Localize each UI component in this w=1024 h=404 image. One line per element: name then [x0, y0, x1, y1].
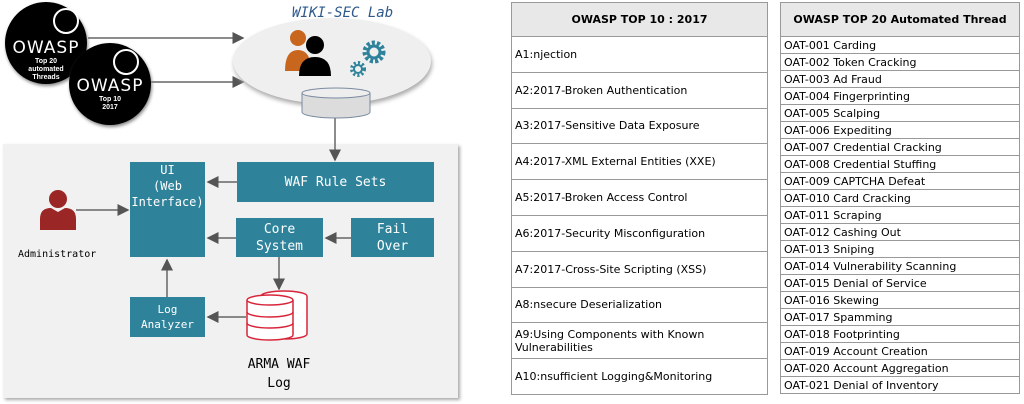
- top20-row: OAT-008 Credential Stuffing: [780, 155, 1020, 173]
- top20-row-cell: OAT-013 Sniping: [780, 240, 1020, 258]
- top20-row: OAT-010 Card Cracking: [780, 189, 1020, 207]
- arma-waf-log-label: ARMA WAF Log: [247, 357, 311, 391]
- top20-row-cell: OAT-015 Denial of Service: [780, 274, 1020, 292]
- connectors: [76, 32, 351, 323]
- top20-row-cell: OAT-008 Credential Stuffing: [780, 155, 1020, 173]
- top10-row: A6:2017-Security Misconfiguration: [511, 214, 768, 252]
- users-icon: [285, 30, 331, 76]
- top20-row-cell: OAT-017 Spamming: [780, 308, 1020, 326]
- top20-row-cell: OAT-020 Account Aggregation: [780, 359, 1020, 377]
- top20-row-cell: OAT-016 Skewing: [780, 291, 1020, 309]
- top20-row: OAT-013 Sniping: [780, 240, 1020, 258]
- top10-row-cell: A6:2017-Security Misconfiguration: [511, 214, 768, 252]
- top10-row: A9:Using Components with Known Vulnerabi…: [511, 322, 768, 360]
- top10-row-cell: A4:2017-XML External Entities (XXE): [511, 143, 768, 181]
- top10-row: A4:2017-XML External Entities (XXE): [511, 143, 768, 181]
- top20-row-cell: OAT-001 Carding: [780, 36, 1020, 54]
- top20-row-cell: OAT-004 Fingerprinting: [780, 87, 1020, 105]
- top20-row-cell: OAT-021 Denial of Inventory: [780, 376, 1020, 394]
- top20-row-cell: OAT-019 Account Creation: [780, 342, 1020, 360]
- log-database-icon: [246, 290, 308, 341]
- waf-rule-sets-box: WAF Rule Sets: [237, 162, 434, 202]
- top20-row: OAT-018 Footprinting: [780, 325, 1020, 343]
- top20-row-cell: OAT-009 CAPTCHA Defeat: [780, 172, 1020, 190]
- top10-row-cell: A3:2017-Sensitive Data Exposure: [511, 107, 768, 145]
- top10-row: A7:2017-Cross-Site Scripting (XSS): [511, 250, 768, 288]
- top20-row-cell: OAT-007 Credential Cracking: [780, 138, 1020, 156]
- top10-row: A10:nsufficient Logging&Monitoring: [511, 358, 768, 395]
- owasp-top20-table: OWASP TOP 20 Automated Thread OAT-001 Ca…: [780, 2, 1020, 394]
- top10-row-cell: A1:njection: [511, 36, 768, 73]
- top20-row: OAT-017 Spamming: [780, 308, 1020, 326]
- top20-row: OAT-009 CAPTCHA Defeat: [780, 172, 1020, 190]
- log-analyzer-box: Log Analyzer: [130, 297, 205, 337]
- top20-row: OAT-019 Account Creation: [780, 342, 1020, 360]
- lab-title: WIKI-SEC Lab: [292, 5, 394, 21]
- administrator-label: Administrator: [18, 249, 97, 260]
- top20-row-cell: OAT-012 Cashing Out: [780, 223, 1020, 241]
- top10-row: A3:2017-Sensitive Data Exposure: [511, 107, 768, 145]
- top20-row: OAT-014 Vulnerability Scanning: [780, 257, 1020, 275]
- top20-row: OAT-007 Credential Cracking: [780, 138, 1020, 156]
- gears-icon: [350, 40, 386, 77]
- top10-row: A5:2017-Broken Access Control: [511, 179, 768, 216]
- wasp-logo-icon: [53, 8, 79, 34]
- top10-row-cell: A10:nsufficient Logging&Monitoring: [511, 358, 768, 395]
- top20-row-cell: OAT-011 Scraping: [780, 206, 1020, 224]
- top10-row: A8:nsecure Deserialization: [511, 286, 768, 324]
- top10-row-cell: A7:2017-Cross-Site Scripting (XSS): [511, 250, 768, 288]
- top10-row-cell: A8:nsecure Deserialization: [511, 286, 768, 324]
- core-system-box: Core System: [236, 218, 323, 257]
- wasp-logo-icon: [113, 49, 139, 75]
- top20-row: OAT-006 Expediting: [780, 121, 1020, 139]
- top10-row: A2:2017-Broken Authentication: [511, 71, 768, 109]
- top20-row: OAT-005 Scalping: [780, 104, 1020, 122]
- top20-row-cell: OAT-014 Vulnerability Scanning: [780, 257, 1020, 275]
- top20-row: OAT-003 Ad Fraud: [780, 70, 1020, 88]
- top20-row: OAT-004 Fingerprinting: [780, 87, 1020, 105]
- top20-row-cell: OAT-003 Ad Fraud: [780, 70, 1020, 88]
- top20-row-cell: OAT-018 Footprinting: [780, 325, 1020, 343]
- administrator-icon: [40, 190, 76, 230]
- top10-row: A1:njection: [511, 36, 768, 73]
- top20-header: OWASP TOP 20 Automated Thread: [780, 2, 1020, 37]
- top20-row: OAT-012 Cashing Out: [780, 223, 1020, 241]
- top20-row: OAT-011 Scraping: [780, 206, 1020, 224]
- owasp-top10-badge: OWASP Top 10 2017: [69, 43, 151, 125]
- top20-row-cell: OAT-002 Token Cracking: [780, 53, 1020, 71]
- top20-row-cell: OAT-005 Scalping: [780, 104, 1020, 122]
- owasp-top20-badge: OWASP Top 20 automated Threads: [5, 2, 87, 84]
- top20-row: OAT-001 Carding: [780, 36, 1020, 54]
- top10-row-cell: A9:Using Components with Known Vulnerabi…: [511, 322, 768, 360]
- top10-header: OWASP TOP 10 : 2017: [511, 2, 768, 37]
- top10-row-cell: A5:2017-Broken Access Control: [511, 179, 768, 216]
- top20-row: OAT-016 Skewing: [780, 291, 1020, 309]
- top20-row: OAT-015 Denial of Service: [780, 274, 1020, 292]
- top20-row: OAT-021 Denial of Inventory: [780, 376, 1020, 394]
- ui-web-interface-box: UI (Web Interface): [130, 162, 205, 257]
- top20-row-cell: OAT-010 Card Cracking: [780, 189, 1020, 207]
- database-icon: [301, 87, 371, 119]
- top10-row-cell: A2:2017-Broken Authentication: [511, 71, 768, 109]
- top20-row: OAT-020 Account Aggregation: [780, 359, 1020, 377]
- top20-row-cell: OAT-006 Expediting: [780, 121, 1020, 139]
- top20-row: OAT-002 Token Cracking: [780, 53, 1020, 71]
- fail-over-box: Fail Over: [351, 218, 434, 257]
